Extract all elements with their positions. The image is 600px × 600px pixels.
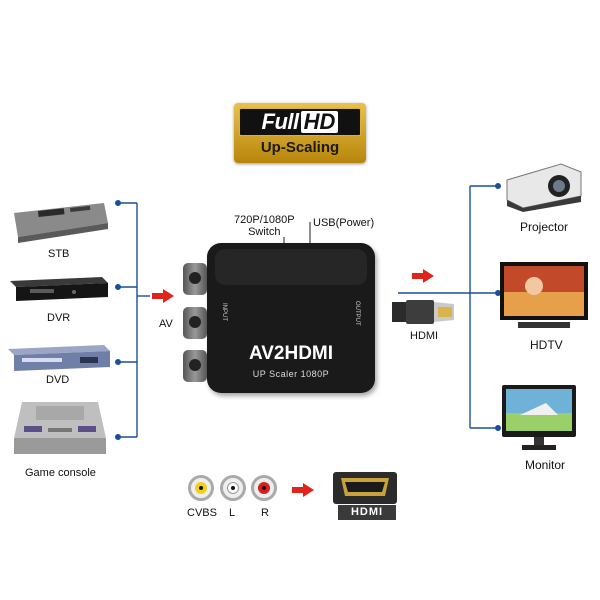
red-arrow-icon xyxy=(292,483,314,497)
av-label: AV xyxy=(159,318,173,330)
connection-dot-stb xyxy=(115,200,121,206)
hdtv-icon xyxy=(500,262,588,328)
legend-r-label: R xyxy=(261,507,269,519)
source-label-stb: STB xyxy=(48,248,70,260)
connection-dot-monitor xyxy=(495,425,501,431)
legend-cvbs-label: CVBS xyxy=(187,507,217,519)
badge-top: Full HD xyxy=(239,108,361,136)
usb-power-label: USB(Power) xyxy=(313,217,375,229)
converter-title: AV2HDMI xyxy=(248,343,334,364)
right-audio-jack-icon xyxy=(251,475,277,501)
source-label-dvd: DVD xyxy=(46,374,70,386)
dvr-device-icon xyxy=(10,277,108,301)
legend-hdmi-label: HDMI xyxy=(338,505,396,520)
hdmi-output-label: HDMI xyxy=(410,330,439,342)
switch-label: 720P/1080P Switch xyxy=(234,214,295,238)
red-arrow-icon xyxy=(412,269,434,283)
output-label-projector: Projector xyxy=(520,220,569,234)
hdmi-plug-icon xyxy=(392,300,454,324)
output-label-hdtv: HDTV xyxy=(530,338,563,352)
output-side-text: OUTPUT xyxy=(354,301,360,326)
dvd-device-icon xyxy=(8,345,110,371)
rca-port-icon xyxy=(183,350,207,382)
cvbs-jack-icon xyxy=(188,475,214,501)
output-label-monitor: Monitor xyxy=(525,458,566,472)
stb-device-icon xyxy=(14,203,108,243)
projector-icon xyxy=(506,163,582,212)
full-hd-badge: Full HD Up-Scaling xyxy=(234,103,366,163)
legend-l-label: L xyxy=(229,507,236,519)
converter-subtitle: UP Scaler 1080P xyxy=(252,369,330,379)
rca-port-icon xyxy=(183,307,207,339)
game-console-icon xyxy=(14,402,106,454)
connection-dot-dvr xyxy=(115,284,121,290)
connection-dot-hdtv xyxy=(495,290,501,296)
badge-hd-text: HD xyxy=(300,111,339,133)
left-audio-jack-icon xyxy=(220,475,246,501)
red-arrow-icon xyxy=(152,289,174,303)
source-label-dvr: DVR xyxy=(47,312,71,324)
av2hdmi-converter: INPUT OUTPUT AV2HDMI UP Scaler 1080P xyxy=(207,243,375,393)
monitor-icon xyxy=(502,385,576,450)
rca-port-icon xyxy=(183,263,207,295)
source-label-game-console: Game console xyxy=(25,467,96,479)
badge-full-text: Full xyxy=(261,109,300,134)
converter-top-face xyxy=(215,249,367,285)
badge-subtitle: Up-Scaling xyxy=(260,139,340,156)
connection-dot-game xyxy=(115,434,121,440)
connection-dot-projector xyxy=(495,183,501,189)
connection-dot-dvd xyxy=(115,359,121,365)
hdmi-connector-icon xyxy=(333,472,397,504)
input-side-text: INPUT xyxy=(221,303,227,321)
